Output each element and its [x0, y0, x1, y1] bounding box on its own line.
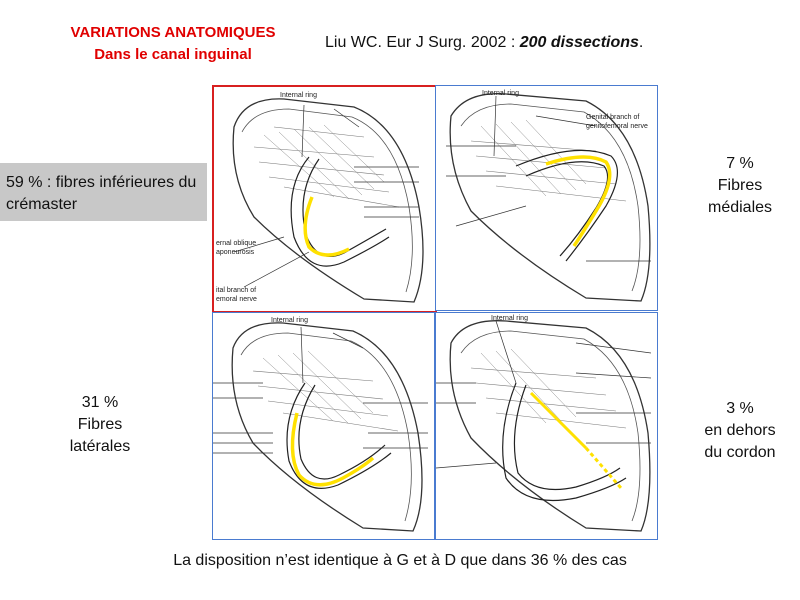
variant-lateral-label: 31 % Fibres latérales: [40, 392, 160, 458]
slide-subtitle: Dans le canal inguinal: [94, 46, 252, 63]
variant-medial-percent: 7 %: [726, 155, 754, 172]
anatomy-drawing-inferior: Internal ring ernal oblique aponeurosis …: [216, 92, 424, 303]
label-aponeurosis: aponeurosis: [216, 249, 255, 256]
variant-medial-line1: Fibres: [717, 177, 763, 194]
reference-suffix: .: [638, 34, 644, 51]
anatomy-drawing-medial: Internal ring Genital branch of genitofe…: [446, 90, 651, 302]
variant-lateral-line1: Fibres: [77, 416, 123, 433]
anatomy-drawing-outside: Internal ring: [436, 315, 652, 532]
reference-citation: Liu WC. Eur J Surg. 2002 : 200 dissectio…: [325, 34, 643, 52]
variant-inferior-label: 59 % : fibres inférieures du crémaster: [0, 163, 207, 221]
variant-outside-line1: en dehors: [704, 422, 776, 439]
diagram-medial-fibres: Internal ring Genital branch of genitofe…: [435, 85, 658, 311]
reference-prefix: Liu WC. Eur J Surg. 2002 :: [325, 34, 520, 51]
diagram-outside-cord: Internal ring: [435, 312, 658, 540]
variant-outside-line2: du cordon: [704, 444, 776, 461]
variant-outside-label: 3 % en dehors du cordon: [685, 398, 795, 464]
slide-title: VARIATIONS ANATOMIQUES: [70, 24, 276, 41]
label-internal-ring: Internal ring: [280, 92, 317, 99]
variant-medial-line2: médiales: [707, 199, 773, 216]
label-internal-ring-p4: Internal ring: [491, 315, 528, 322]
label-genitofemoral-p2: genitofemoral nerve: [586, 123, 648, 130]
diagram-lateral-fibres: Internal ring: [212, 312, 435, 540]
footer-note: La disposition n’est identique à G et à …: [173, 552, 627, 569]
label-genital-branch-p2: Genital branch of: [586, 114, 639, 121]
label-femoral-nerve: emoral nerve: [216, 296, 257, 303]
reference-emphasis: 200 dissections: [519, 34, 639, 51]
variant-medial-label: 7 % Fibres médiales: [690, 153, 790, 219]
label-internal-ring-p2: Internal ring: [482, 90, 519, 97]
label-internal-ring-p3: Internal ring: [271, 317, 308, 324]
label-external-oblique: ernal oblique: [216, 240, 256, 247]
variant-outside-percent: 3 %: [726, 400, 754, 417]
variant-lateral-line2: latérales: [69, 438, 131, 455]
variant-lateral-percent: 31 %: [81, 394, 119, 411]
label-genital-branch: ital branch of: [216, 287, 256, 294]
anatomy-drawing-lateral: Internal ring: [213, 317, 428, 532]
diagram-inferior-fibres: Internal ring ernal oblique aponeurosis …: [212, 85, 437, 313]
